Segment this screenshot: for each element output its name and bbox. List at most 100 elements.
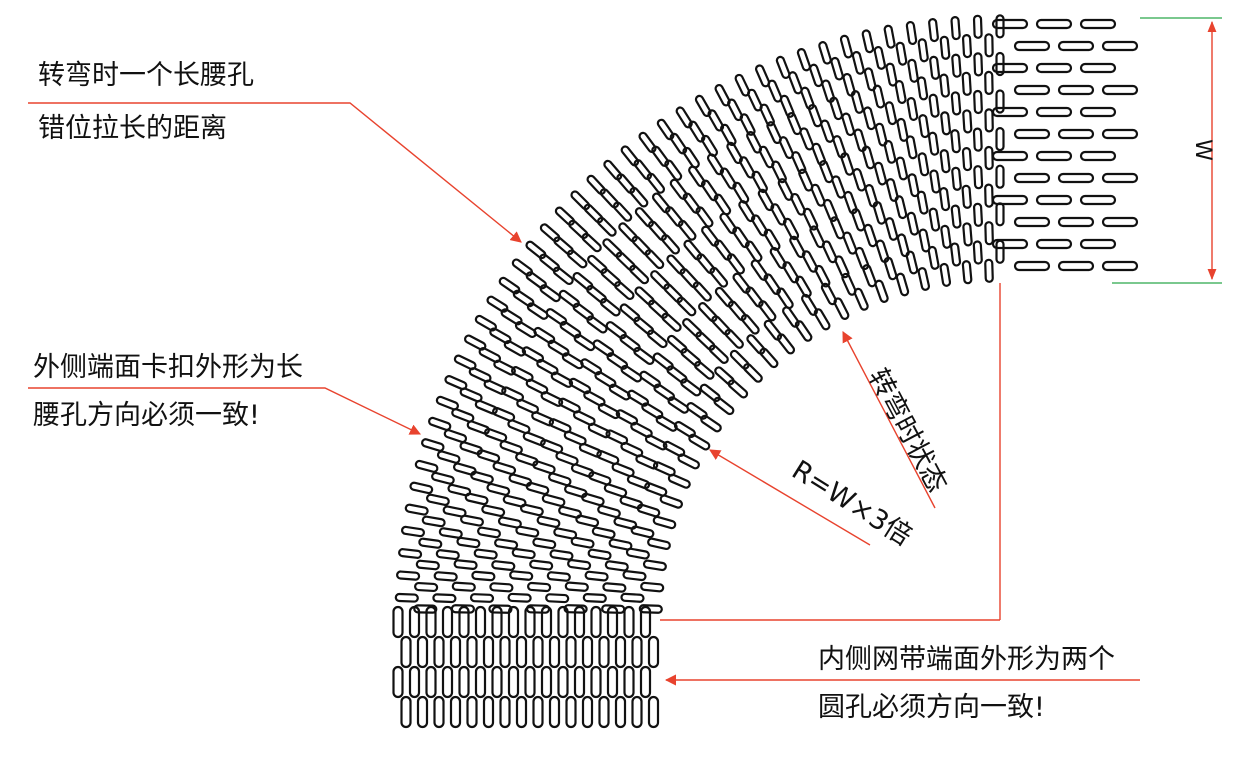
belt-link <box>631 635 643 669</box>
belt-link <box>515 695 528 729</box>
belt-link <box>1035 150 1073 162</box>
belt-link <box>451 581 476 592</box>
belt-link <box>408 665 421 699</box>
belt-link <box>444 374 468 391</box>
belt-link <box>611 462 635 478</box>
belt-link <box>1101 84 1139 96</box>
belt-link <box>1079 18 1117 30</box>
belt-link <box>491 665 503 699</box>
belt-link <box>449 695 462 729</box>
belt-link <box>1101 172 1139 184</box>
belt-link <box>442 505 467 518</box>
belt-link <box>394 592 419 603</box>
belt-link <box>587 422 611 439</box>
belt-link <box>1013 260 1051 272</box>
belt-link <box>775 55 791 79</box>
belt-link <box>692 281 712 302</box>
belt-link <box>951 53 962 78</box>
radius-formula-label: R=W×3倍 <box>786 455 917 553</box>
belt-link <box>647 220 668 242</box>
belt-link <box>961 184 972 209</box>
belt-link <box>463 334 487 351</box>
belt-link <box>483 379 507 395</box>
belt-link <box>486 482 511 496</box>
belt-link <box>782 306 800 328</box>
belt-link <box>491 605 503 639</box>
belt-link <box>533 326 556 345</box>
belt-link <box>724 328 744 349</box>
belt-link <box>468 367 492 383</box>
belt-link <box>548 695 561 729</box>
belt-link <box>1013 216 1051 228</box>
belt-link <box>917 267 931 291</box>
belt-link <box>656 118 675 141</box>
belt-link <box>853 128 867 153</box>
belt-link <box>794 320 813 342</box>
belt-link <box>872 201 887 225</box>
belt-link <box>541 493 566 507</box>
belt-link <box>614 695 627 729</box>
belt-link <box>548 635 561 669</box>
belt-link <box>664 206 684 228</box>
belt-link <box>602 582 627 593</box>
belt-link <box>634 286 655 306</box>
belt-link <box>939 149 951 174</box>
belt-link <box>863 67 877 92</box>
belt-link <box>699 383 721 403</box>
belt-link <box>500 308 523 326</box>
belt-link <box>660 234 681 255</box>
belt-link <box>972 240 983 265</box>
callout-bottom-right-line2: 圆孔必须方向一致! <box>818 692 1045 723</box>
belt-link <box>895 272 910 297</box>
belt-link <box>396 570 421 581</box>
belt-link <box>460 514 484 527</box>
belt-link <box>536 515 561 528</box>
belt-link <box>682 192 701 214</box>
belt-link <box>763 319 783 341</box>
belt-link <box>452 462 477 476</box>
belt-link <box>706 153 725 176</box>
turning-state-label: 转弯时状态 <box>862 364 953 498</box>
belt-link <box>841 272 857 296</box>
belt-link <box>591 526 616 540</box>
belt-link <box>939 35 951 60</box>
belt-link <box>646 329 668 349</box>
belt-link <box>539 223 561 243</box>
belt-link <box>623 605 635 639</box>
callout-bottom-right: 内侧网带端面外形为两个 圆孔必须方向一致! <box>818 644 1115 723</box>
belt-link <box>659 494 683 509</box>
width-dimension: W <box>1112 17 1222 284</box>
belt-link <box>698 302 718 323</box>
belt-link <box>508 473 533 487</box>
belt-link <box>606 352 629 370</box>
belt-link <box>588 471 612 486</box>
belt-link <box>599 188 620 209</box>
belt-link <box>1101 40 1139 52</box>
belt-link <box>991 194 1029 206</box>
belt-link <box>557 665 569 699</box>
belt-link <box>554 206 575 226</box>
belt-link <box>973 165 984 190</box>
belt-link <box>532 537 557 550</box>
belt-link <box>447 483 472 497</box>
belt-link <box>619 303 641 323</box>
belt-link <box>619 334 641 353</box>
belt-link <box>507 605 520 639</box>
belt-link <box>767 79 783 103</box>
belt-link <box>548 472 572 487</box>
belt-link <box>563 430 587 446</box>
belt-link <box>587 548 612 561</box>
belt-link <box>905 135 918 160</box>
belt-link <box>474 605 487 639</box>
belt-link <box>449 635 462 669</box>
belt-link <box>875 239 890 264</box>
belt-link <box>558 505 582 519</box>
belt-link <box>572 410 596 426</box>
belt-link <box>962 109 973 134</box>
belt-link <box>874 122 888 147</box>
belt-link <box>583 203 604 224</box>
belt-link <box>802 207 819 231</box>
belt-link <box>830 216 845 240</box>
belt-link <box>515 635 528 669</box>
belt-link <box>811 142 827 166</box>
